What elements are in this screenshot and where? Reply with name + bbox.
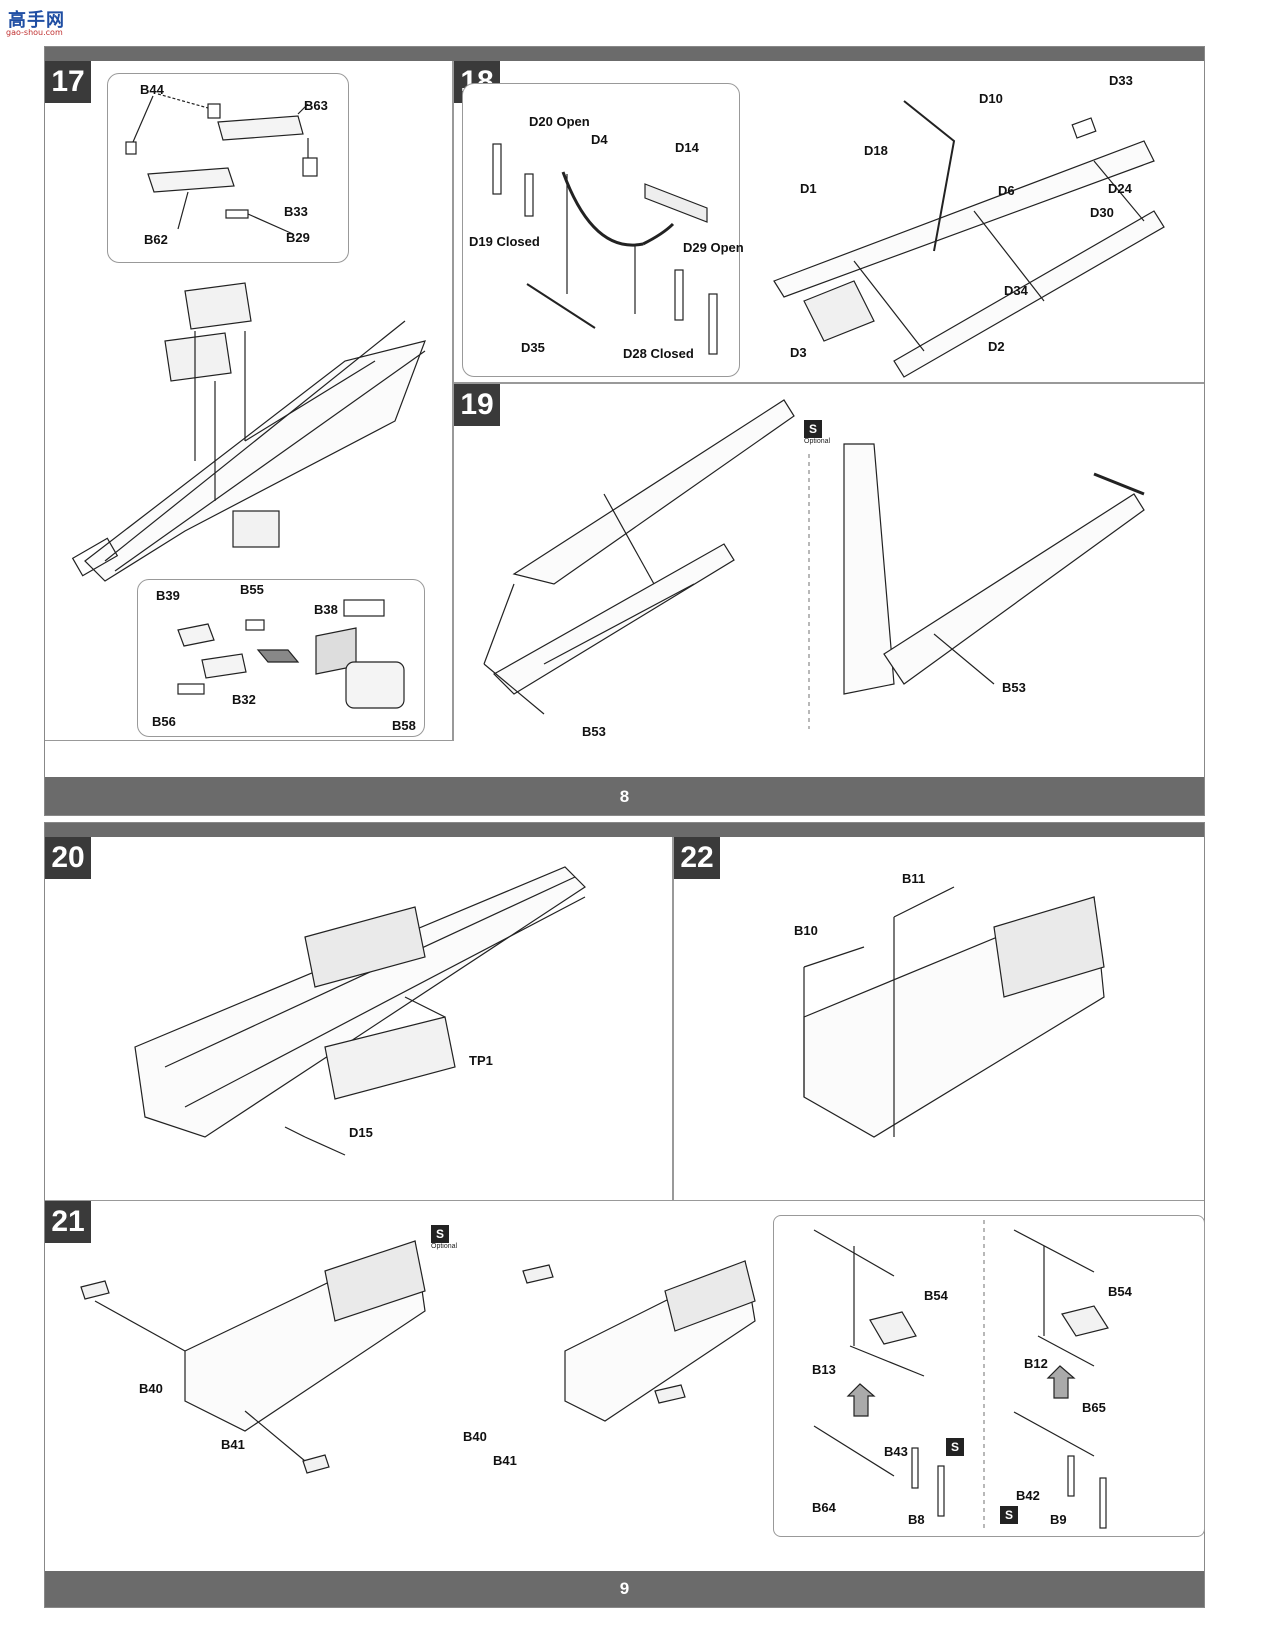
part-label: D4 [591,132,608,147]
step-19-number: 19 [454,384,500,426]
part-label: B43 [884,1444,908,1459]
part-label: D33 [1109,73,1133,88]
optional-icon: S [1000,1506,1018,1524]
part-label: B64 [812,1500,836,1515]
part-label: B12 [1024,1356,1048,1371]
step-17-callout-top: B44 B63 B33 B62 B29 [107,73,349,263]
part-label: B56 [152,714,176,729]
part-label: D24 [1108,181,1132,196]
part-label: D19 Closed [469,234,540,249]
step-20-assembly-drawing [134,866,586,1156]
part-label: B53 [582,724,606,739]
part-label: B33 [284,204,308,219]
page-top-band [45,47,1204,61]
part-label: B39 [156,588,180,603]
step-18-panel: 18 D20 Open D4 D14 D19 Closed [453,61,1204,383]
part-label: B38 [314,602,338,617]
step-17-callout-bottom-drawing [177,599,405,709]
page-bottom-band: 9 [45,1571,1204,1607]
step-20-panel: 20 TP1 D15 [45,837,673,1201]
part-label: B41 [221,1437,245,1452]
step-21-panel: 21 S Optional B40 B41 B40 B41 [45,1201,1205,1567]
part-label: B44 [140,82,164,97]
part-label: D14 [675,140,699,155]
step-19-assembly-drawing [483,399,1145,729]
part-label: D30 [1090,205,1114,220]
part-label: B58 [392,718,416,733]
site-logo: 高手网 gao-shou.com [6,6,72,42]
optional-caption: Optional [431,1243,458,1250]
part-label: D28 Closed [623,346,694,361]
part-label: B62 [144,232,168,247]
site-logo-text: 高手网 [8,10,65,31]
part-label: B9 [1050,1512,1067,1527]
part-label: B63 [304,98,328,113]
site-logo-url: gao-shou.com [6,28,63,37]
optional-icon: S Optional [804,420,831,445]
part-label: D15 [349,1125,373,1140]
part-label: D2 [988,339,1005,354]
page-number: 8 [619,787,630,806]
part-label: D29 Open [683,240,744,255]
part-label: B54 [1108,1284,1132,1299]
step-22-assembly-drawing [803,886,1105,1138]
page-top-band [45,823,1204,837]
part-label: D18 [864,143,888,158]
step-17-chassis-drawing [71,282,426,582]
optional-icon: S Optional [431,1225,458,1250]
part-label: B42 [1016,1488,1040,1503]
page-bottom-band: 8 [45,777,1204,815]
instruction-page-9: 20 TP1 D15 22 [44,822,1205,1608]
part-label: B8 [908,1512,925,1527]
page-number: 9 [619,1579,630,1598]
part-label: B41 [493,1453,517,1468]
part-label: B40 [139,1381,163,1396]
step-21-callout-drawing [813,1220,1109,1532]
part-label: D10 [979,91,1003,106]
optional-icon: S [946,1438,964,1456]
part-label: D35 [521,340,545,355]
part-label: TP1 [469,1053,493,1068]
step-18-callout: D20 Open D4 D14 D19 Closed D29 Open D35 … [462,83,744,377]
step-20-number: 20 [45,837,91,879]
step-21-number: 21 [45,1201,91,1243]
part-label: D3 [790,345,807,360]
part-label: D20 Open [529,114,590,129]
step-17-callout-bottom: B39 B55 B38 B32 B56 B58 [137,579,425,737]
step-18-frame-drawing [773,100,1165,378]
step-17-panel: 17 B44 B63 B [45,61,453,741]
step-21-callout: B54 B13 B43 B64 B8 B54 B12 B65 B42 B9 S … [773,1215,1205,1537]
part-label: B10 [794,923,818,938]
part-label: D6 [998,183,1015,198]
part-label: B11 [902,871,926,886]
step-17-callout-top-drawing [125,93,318,235]
part-label: B13 [812,1362,836,1377]
part-label: B55 [240,582,264,597]
step-19-panel: 19 S Optional B53 B53 [453,383,1204,741]
step-18-callout-drawing [492,143,718,355]
part-label: D1 [800,181,817,196]
part-label: B65 [1082,1400,1106,1415]
part-label: B54 [924,1288,948,1303]
instruction-page-8: 17 B44 B63 B [44,46,1205,816]
part-label: B53 [1002,680,1026,695]
step-22-number: 22 [674,837,720,879]
part-label: D34 [1004,283,1028,298]
step-22-panel: 22 B11 B10 [673,837,1204,1201]
step-17-number: 17 [45,61,91,103]
part-label: B29 [286,230,310,245]
optional-caption: Optional [804,438,831,445]
part-label: B32 [232,692,256,707]
part-label: B40 [463,1429,487,1444]
step-21-assembly-drawing [80,1240,756,1474]
